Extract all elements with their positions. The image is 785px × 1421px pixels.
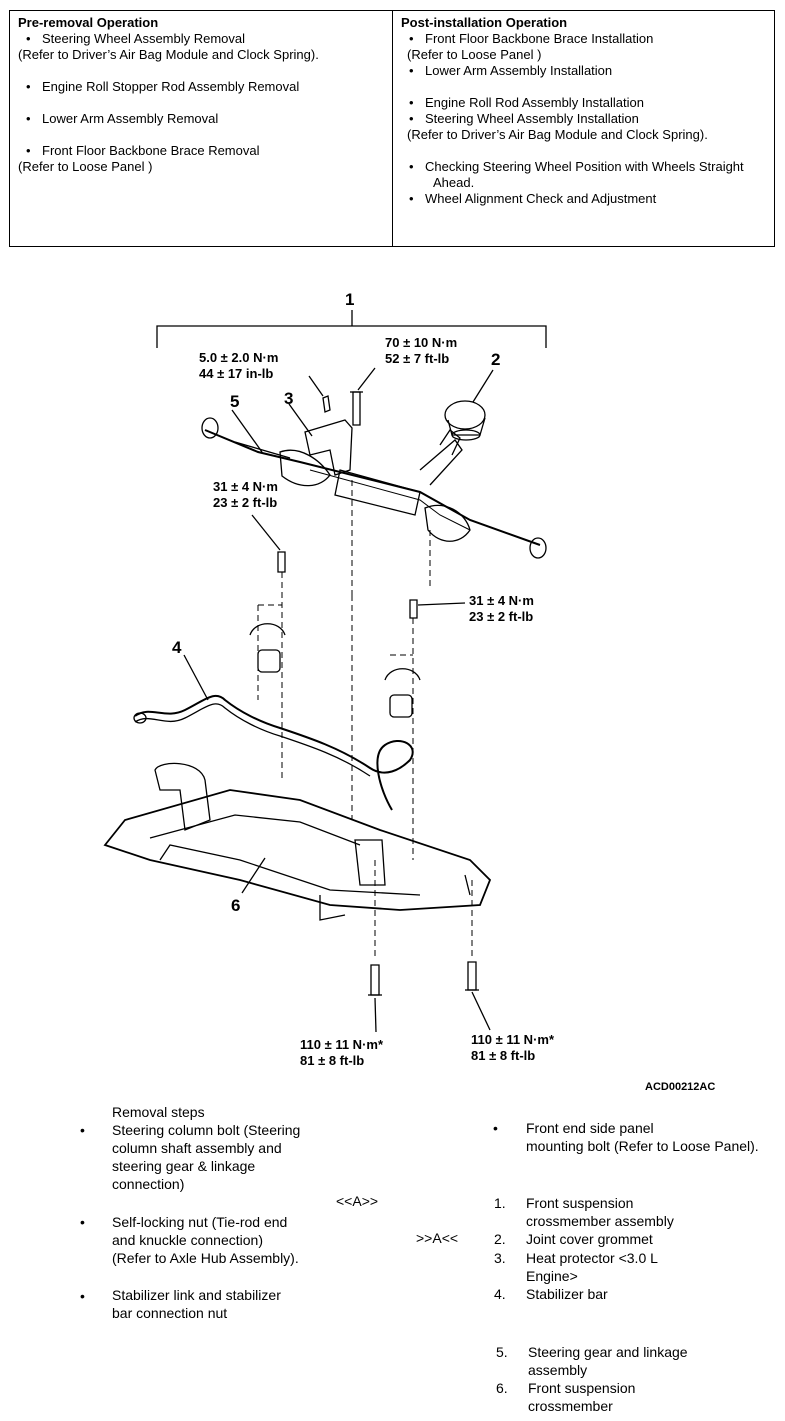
callout-5: 5	[230, 392, 240, 411]
numbered-step: 5.	[496, 1344, 508, 1360]
pre-removal-item: Lower Arm Assembly Removal	[18, 111, 384, 127]
pre-removal-ref: (Refer to Loose Panel )	[18, 159, 153, 174]
bullet: •	[80, 1214, 85, 1230]
pre-removal-column: Pre-removal Operation Steering Wheel Ass…	[10, 11, 393, 246]
numbered-step: 6.	[496, 1380, 508, 1396]
crossmember	[103, 762, 492, 921]
service-point-a-removal: <<A>>	[336, 1193, 379, 1209]
callout-3: 3	[284, 389, 294, 408]
post-installation-column: Post-installation Operation Front Floor …	[393, 11, 774, 246]
post-installation-item: Checking Steering Wheel Position with Wh…	[401, 159, 766, 175]
post-installation-title: Post-installation Operation	[401, 15, 568, 30]
callout-4: 4	[172, 638, 182, 657]
removal-steps-title: Removal steps	[112, 1104, 205, 1120]
bullet: •	[493, 1120, 498, 1136]
service-point-a-install: >>A<<	[416, 1230, 459, 1246]
post-installation-item: Steering Wheel Assembly Installation	[401, 111, 766, 127]
callout-1: 1	[345, 290, 355, 309]
bullet: •	[80, 1122, 85, 1138]
pre-removal-item: Steering Wheel Assembly Removal	[18, 31, 384, 47]
stabilizer-bar	[133, 694, 414, 811]
clamp	[249, 623, 286, 636]
callout-6: 6	[231, 896, 241, 915]
assembly-bracket	[156, 325, 547, 348]
post-installation-item-cont: Ahead.	[433, 175, 475, 190]
numbered-step: 4.	[494, 1286, 506, 1302]
exploded-diagram	[103, 310, 547, 1033]
post-installation-item: Front Floor Backbone Brace Installation	[401, 31, 766, 47]
numbered-step: 3.	[494, 1250, 506, 1266]
joint-cover-grommet	[444, 400, 486, 441]
bullet: •	[80, 1288, 85, 1304]
numbered-step: 1.	[494, 1195, 506, 1211]
torque-spec: 110 ± 11 N·m*81 ± 8 ft-lb	[300, 1037, 384, 1068]
clamp	[384, 668, 421, 681]
post-installation-ref: (Refer to Driver’s Air Bag Module and Cl…	[407, 127, 708, 142]
post-installation-item: Lower Arm Assembly Installation	[401, 63, 766, 79]
pre-removal-title: Pre-removal Operation	[18, 15, 159, 30]
numbered-step-text: Joint cover grommet	[526, 1231, 653, 1247]
torque-spec: 110 ± 11 N·m*81 ± 8 ft-lb	[471, 1032, 555, 1063]
numbered-step-text: Stabilizer bar	[526, 1286, 608, 1302]
numbered-step: 2.	[494, 1231, 506, 1247]
figure-code: ACD00212AC	[645, 1081, 716, 1093]
steering-rack	[201, 417, 547, 559]
callout-2: 2	[491, 350, 501, 369]
pre-removal-item: Front Floor Backbone Brace Removal	[18, 143, 384, 159]
post-installation-item: Wheel Alignment Check and Adjustment	[401, 191, 766, 207]
post-installation-ref: (Refer to Loose Panel )	[407, 47, 542, 62]
operations-table: Pre-removal Operation Steering Wheel Ass…	[9, 10, 775, 247]
pre-removal-item: Engine Roll Stopper Rod Assembly Removal	[18, 79, 384, 95]
pre-removal-ref: (Refer to Driver’s Air Bag Module and Cl…	[18, 47, 319, 62]
post-installation-item: Engine Roll Rod Assembly Installation	[401, 95, 766, 111]
heat-protector	[304, 419, 353, 476]
